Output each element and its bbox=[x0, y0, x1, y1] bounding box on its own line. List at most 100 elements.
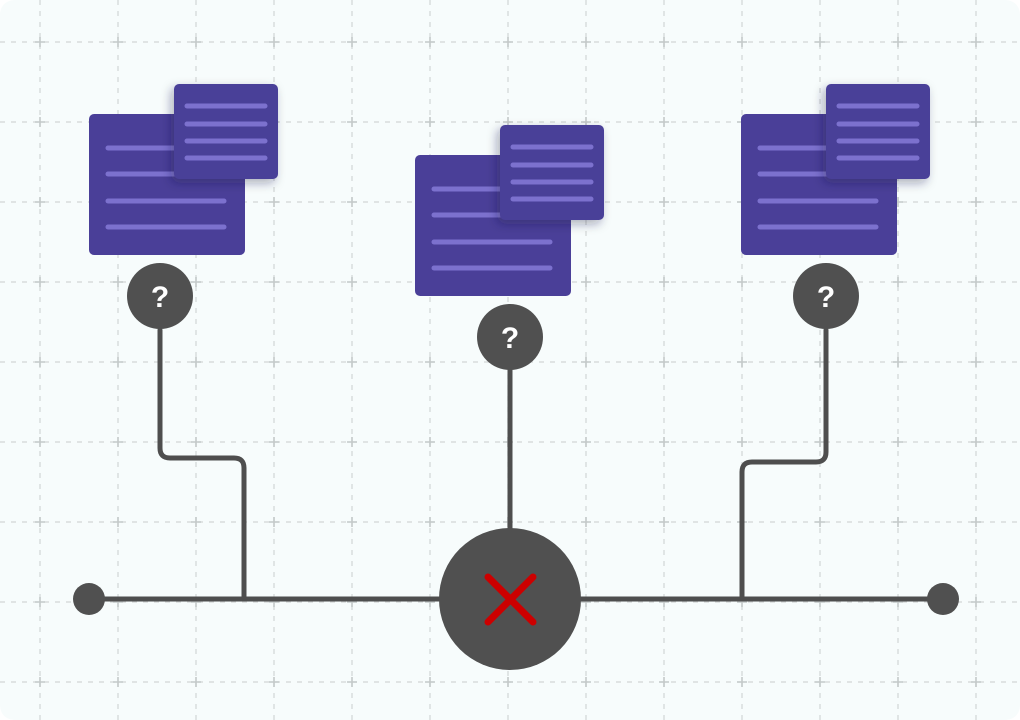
grid-cross bbox=[737, 277, 747, 287]
grid-cross bbox=[113, 37, 123, 47]
grid-cross bbox=[971, 517, 981, 527]
grid-cross bbox=[35, 517, 45, 527]
grid-cross bbox=[113, 437, 123, 447]
document-front bbox=[174, 84, 278, 179]
document-front bbox=[500, 125, 604, 220]
grid-cross bbox=[425, 517, 435, 527]
grid-cross bbox=[269, 677, 279, 687]
grid-cross bbox=[191, 517, 201, 527]
x-mark-icon bbox=[484, 573, 537, 626]
grid-cross bbox=[815, 677, 825, 687]
document-front bbox=[826, 84, 930, 179]
grid-cross bbox=[113, 277, 123, 287]
grid-cross bbox=[113, 517, 123, 527]
grid-cross bbox=[971, 277, 981, 287]
grid-cross bbox=[347, 277, 357, 287]
question-mark-icon: ? bbox=[817, 281, 835, 314]
grid-cross bbox=[659, 37, 669, 47]
grid-cross bbox=[425, 117, 435, 127]
grid-cross bbox=[191, 437, 201, 447]
grid-cross bbox=[191, 37, 201, 47]
grid-cross bbox=[35, 677, 45, 687]
grid-cross bbox=[971, 357, 981, 367]
grid-cross bbox=[737, 437, 747, 447]
grid-cross bbox=[971, 677, 981, 687]
grid-cross bbox=[269, 277, 279, 287]
question-circle bbox=[477, 304, 543, 370]
grid-cross bbox=[659, 277, 669, 287]
grid-cross bbox=[35, 277, 45, 287]
grid-cross bbox=[35, 437, 45, 447]
grid-cross bbox=[503, 37, 513, 47]
question-circle bbox=[793, 263, 859, 329]
question-mark-icon: ? bbox=[151, 281, 169, 314]
right-connector bbox=[739, 327, 829, 602]
grid-cross bbox=[503, 677, 513, 687]
document-stack-left bbox=[89, 84, 278, 255]
grid-cross bbox=[347, 197, 357, 207]
grid-cross bbox=[35, 117, 45, 127]
grid-cross bbox=[581, 37, 591, 47]
grid-cross bbox=[893, 37, 903, 47]
grid-cross bbox=[737, 37, 747, 47]
grid-cross bbox=[113, 357, 123, 367]
central-hub-node bbox=[439, 528, 581, 670]
question-node-center: ? bbox=[477, 304, 543, 370]
grid-cross bbox=[191, 677, 201, 687]
grid-cross bbox=[659, 437, 669, 447]
grid-cross bbox=[893, 357, 903, 367]
grid-cross bbox=[893, 277, 903, 287]
grid-cross bbox=[971, 37, 981, 47]
grid-cross bbox=[581, 677, 591, 687]
grid-cross bbox=[659, 357, 669, 367]
grid-cross bbox=[971, 597, 981, 607]
grid-cross bbox=[347, 437, 357, 447]
grid-cross bbox=[659, 677, 669, 687]
document-stack-center bbox=[415, 125, 604, 296]
bus-endpoint-left bbox=[73, 583, 105, 615]
grid-cross bbox=[971, 437, 981, 447]
grid-cross bbox=[581, 517, 591, 527]
grid-cross bbox=[35, 357, 45, 367]
grid-cross bbox=[425, 37, 435, 47]
grid-cross bbox=[191, 277, 201, 287]
grid-cross bbox=[971, 197, 981, 207]
grid-cross bbox=[971, 117, 981, 127]
question-circle bbox=[127, 263, 193, 329]
grid-cross bbox=[815, 37, 825, 47]
question-mark-icon: ? bbox=[501, 322, 519, 355]
grid-cross bbox=[815, 437, 825, 447]
grid-cross bbox=[269, 37, 279, 47]
grid-cross bbox=[581, 437, 591, 447]
grid-cross bbox=[269, 517, 279, 527]
grid-cross bbox=[113, 677, 123, 687]
grid-cross bbox=[737, 677, 747, 687]
grid-cross bbox=[347, 117, 357, 127]
grid-cross bbox=[659, 197, 669, 207]
grid-cross bbox=[35, 597, 45, 607]
grid-cross bbox=[737, 357, 747, 367]
grid-cross bbox=[269, 437, 279, 447]
grid-cross bbox=[659, 117, 669, 127]
grid-cross bbox=[269, 357, 279, 367]
grid-cross bbox=[893, 517, 903, 527]
document-stack-right bbox=[741, 84, 930, 255]
grid-cross bbox=[191, 357, 201, 367]
question-node-right: ? bbox=[793, 263, 859, 329]
grid-cross bbox=[35, 37, 45, 47]
grid-cross bbox=[581, 357, 591, 367]
left-connector bbox=[157, 327, 247, 602]
grid-cross bbox=[425, 437, 435, 447]
grid-cross bbox=[581, 277, 591, 287]
grid-cross bbox=[815, 517, 825, 527]
grid-cross bbox=[269, 197, 279, 207]
grid-cross bbox=[659, 517, 669, 527]
question-node-left: ? bbox=[127, 263, 193, 329]
grid-cross bbox=[425, 677, 435, 687]
grid-cross bbox=[35, 197, 45, 207]
grid-cross bbox=[893, 437, 903, 447]
grid-cross bbox=[425, 357, 435, 367]
grid-cross bbox=[347, 37, 357, 47]
